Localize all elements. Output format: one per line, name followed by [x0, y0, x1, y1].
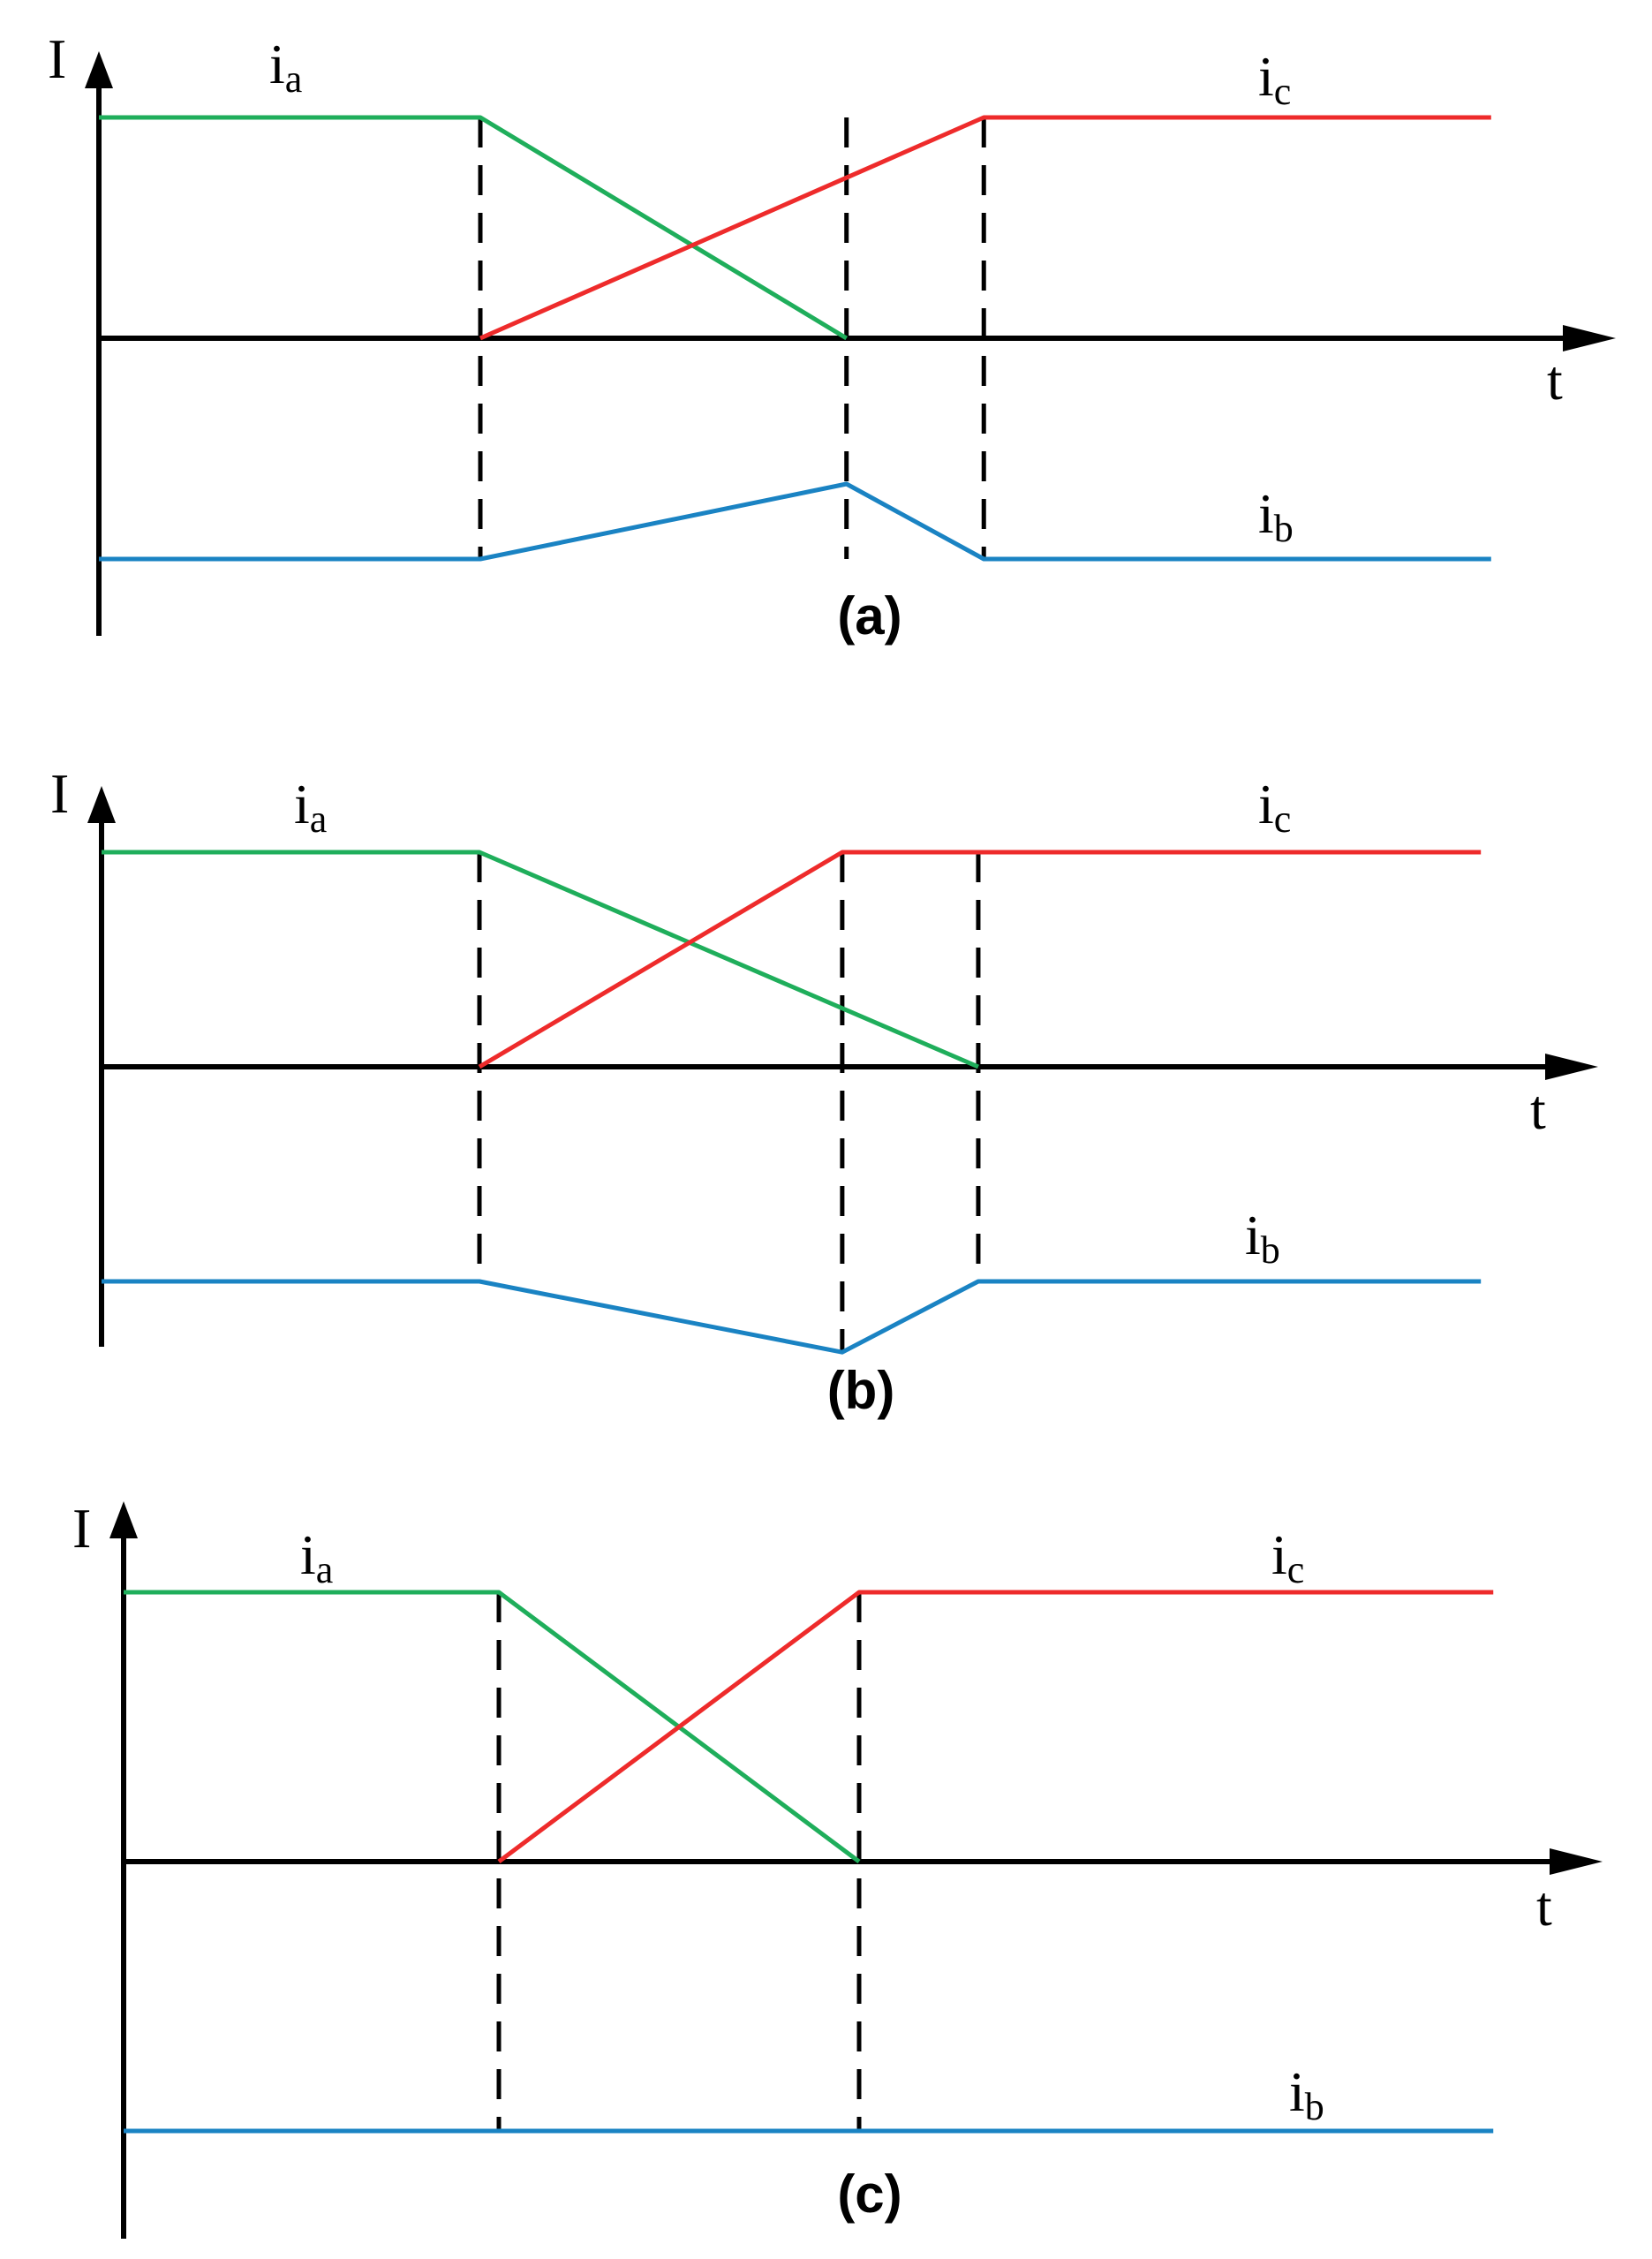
- series-label-subscript: b: [1261, 1228, 1280, 1272]
- x-axis-label: t: [1536, 1875, 1552, 1938]
- series-label-ib: ib: [1258, 482, 1294, 550]
- series-label-subscript: b: [1305, 2085, 1324, 2128]
- panel-caption: (c): [837, 2165, 901, 2224]
- panel-a: It ia ic ib (a): [48, 27, 1616, 646]
- series-label-ia: ia: [294, 773, 327, 841]
- y-axis-arrowhead: [109, 1501, 138, 1538]
- y-axis-arrowhead: [85, 51, 113, 88]
- series-label-ic: ic: [1258, 45, 1291, 113]
- x-axis-label: t: [1547, 349, 1563, 412]
- x-axis-label: t: [1530, 1078, 1546, 1141]
- trace-ic: [478, 850, 1482, 1069]
- panel-c: It ia ic ib (c): [72, 1497, 1603, 2239]
- series-label-subscript: c: [1274, 797, 1292, 841]
- series-label-subscript: a: [285, 57, 303, 101]
- series-label-ia: ia: [269, 33, 302, 101]
- series-label-subscript: a: [316, 1548, 334, 1591]
- y-axis-label: I: [72, 1497, 91, 1560]
- x-axis-arrowhead: [1545, 1054, 1598, 1080]
- series-label-ia: ia: [300, 1523, 333, 1591]
- series-label-ic: ic: [1271, 1523, 1304, 1591]
- trace-ia: [102, 850, 979, 1069]
- panel-caption: (a): [837, 586, 901, 646]
- trace-ia: [99, 115, 849, 341]
- trace-ib: [99, 481, 1491, 562]
- series-label-subscript: c: [1287, 1548, 1305, 1591]
- panel-b: It ia ic ib (b): [50, 762, 1598, 1420]
- series-label-subscript: b: [1274, 507, 1294, 550]
- panel-caption: (b): [827, 1361, 895, 1420]
- y-axis-arrowhead: [87, 786, 116, 823]
- x-axis-arrowhead: [1550, 1848, 1603, 1875]
- trace-ic: [479, 115, 1491, 341]
- trace-ia: [124, 1590, 861, 1864]
- y-axis-label: I: [48, 27, 66, 90]
- trace-ib: [102, 1279, 1482, 1355]
- series-label-ib: ib: [1289, 2060, 1324, 2128]
- y-axis-label: I: [50, 762, 69, 825]
- series-label-subscript: a: [310, 797, 328, 841]
- trace-ic: [497, 1590, 1494, 1864]
- x-axis-arrowhead: [1563, 325, 1616, 351]
- series-label-subscript: c: [1274, 70, 1292, 113]
- series-label-ic: ic: [1258, 773, 1291, 841]
- series-label-ib: ib: [1245, 1204, 1280, 1272]
